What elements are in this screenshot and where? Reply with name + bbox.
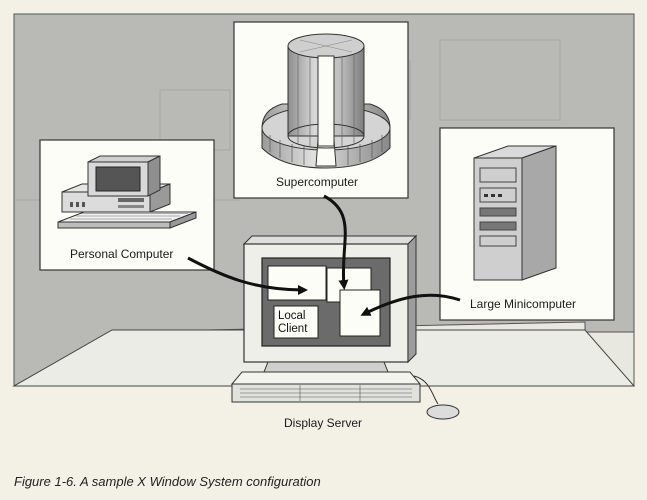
supercomputer-label: Supercomputer <box>276 175 359 189</box>
display-server-label: Display Server <box>284 416 363 430</box>
personal-computer-label: Personal Computer <box>70 247 174 261</box>
display-server-workstation <box>230 234 460 420</box>
minicomputer-icon <box>473 145 557 281</box>
arrow-pc-to-display <box>187 256 308 295</box>
local-client-line-1: Local <box>278 310 306 322</box>
figure-caption: Figure 1-6. A sample X Window System con… <box>14 474 321 489</box>
mouse-icon <box>426 404 460 420</box>
mouse-cable <box>413 375 439 405</box>
large-minicomputer-label: Large Minicomputer <box>470 297 577 311</box>
arrow-minicomputer-to-display <box>360 293 461 316</box>
window-right <box>339 289 381 337</box>
display-keyboard <box>230 371 422 385</box>
arrow-supercomputer-to-display <box>323 194 349 290</box>
window-local-client <box>273 305 319 339</box>
local-client-line-2: Client <box>278 323 308 335</box>
local-client-label: Local Client <box>278 310 307 336</box>
window-top-left <box>267 265 327 301</box>
personal-computer-icon <box>57 155 197 229</box>
supercomputer-icon <box>261 33 391 169</box>
